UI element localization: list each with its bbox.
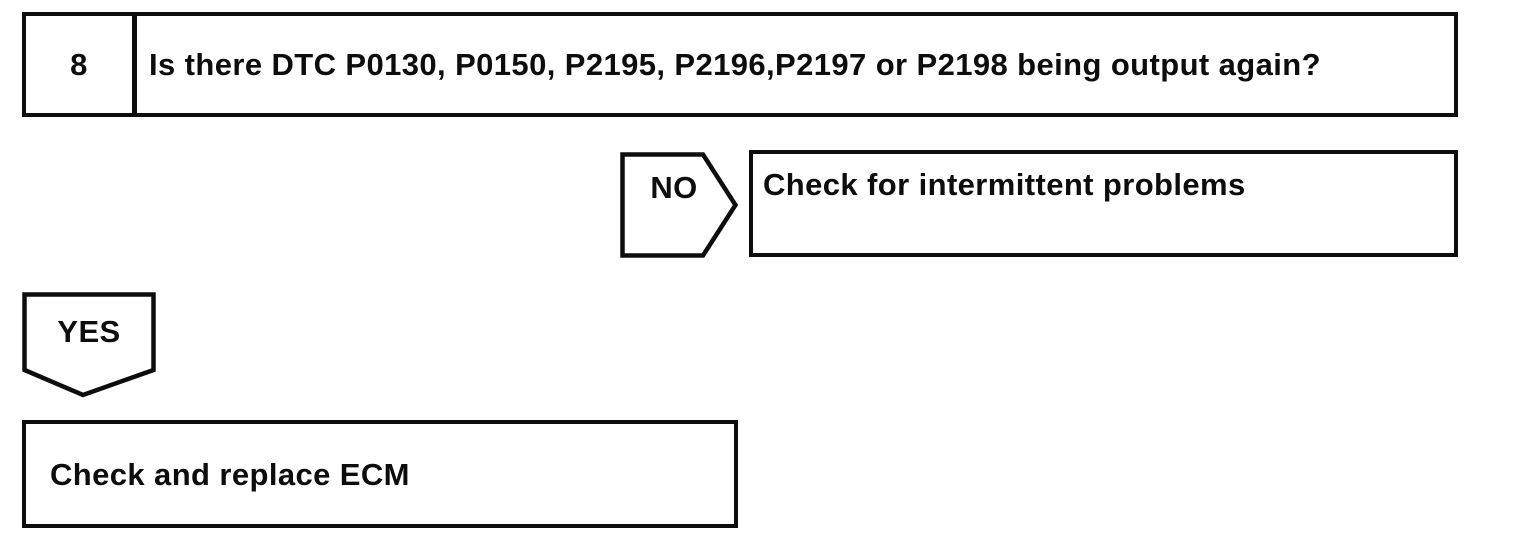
step-question-cell: Is there DTC P0130, P0150, P2195, P2196,…: [137, 16, 1454, 113]
yes-branch-connector: YES: [22, 292, 156, 398]
no-action-text: Check for intermittent problems: [763, 167, 1246, 202]
yes-action-text: Check and replace ECM: [50, 456, 410, 492]
step-number: 8: [70, 47, 88, 82]
no-branch-label: NO: [650, 170, 698, 205]
no-branch-connector: NO: [620, 152, 738, 258]
yes-action-box: Check and replace ECM: [22, 420, 738, 528]
step-question-box: 8 Is there DTC P0130, P0150, P2195, P219…: [22, 12, 1458, 117]
step-number-cell: 8: [26, 16, 137, 113]
down-arrow-pentagon-icon: [22, 292, 156, 398]
right-arrow-pentagon-icon: [620, 152, 738, 258]
step-question-text: Is there DTC P0130, P0150, P2195, P2196,…: [149, 47, 1321, 82]
no-action-box: Check for intermittent problems: [749, 150, 1458, 257]
yes-branch-label: YES: [57, 314, 121, 349]
